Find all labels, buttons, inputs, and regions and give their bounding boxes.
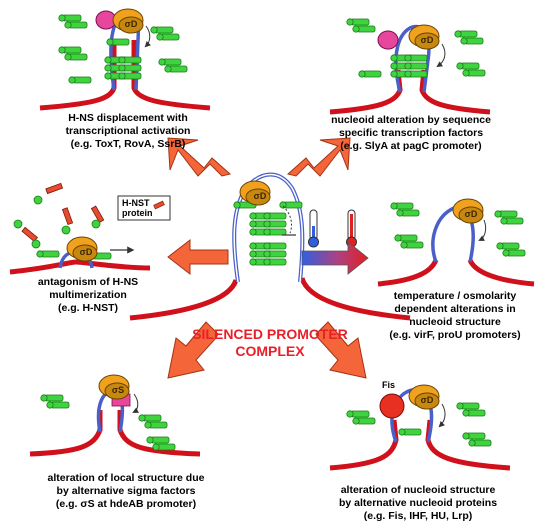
hnst-box-line2: protein — [122, 208, 153, 218]
sigma-s-label: σS — [112, 385, 124, 395]
arrow-left — [167, 238, 229, 276]
temperature-indicator — [301, 209, 369, 275]
label-top-right: nucleoid alteration by sequence specific… — [331, 114, 491, 152]
arrow-up-left — [167, 137, 232, 177]
panel-bottom-left: σS — [29, 374, 201, 457]
label-mid-right: temperature / osmolarity dependent alter… — [389, 290, 521, 341]
label-bottom-right: alteration of nucleoid structure by alte… — [338, 484, 498, 522]
thermometer-cold-icon — [308, 209, 319, 248]
svg-text:σD: σD — [125, 19, 138, 29]
arrow-down-right — [315, 321, 367, 379]
arrow-down-left — [167, 321, 219, 379]
center-complex: σD — [129, 172, 411, 321]
hnst-box-line1: H-NST — [122, 198, 150, 208]
panel-mid-left: σD H-NST protein — [9, 182, 171, 275]
label-mid-left: antagonism of H-NS multimerization (e.g.… — [37, 276, 139, 314]
rna-polymerase: σD — [239, 180, 271, 206]
svg-text:σD: σD — [465, 209, 478, 219]
label-top-left: H-NS displacement with transcriptional a… — [65, 112, 191, 150]
sigma-d-label: σD — [254, 191, 267, 201]
svg-text:σD: σD — [80, 247, 93, 257]
pathway-arrows — [167, 137, 367, 379]
thermometer-hot-icon — [346, 209, 357, 248]
svg-text:σD: σD — [421, 395, 434, 405]
label-bottom-left: alteration of local structure due by alt… — [47, 472, 205, 510]
center-label: SILENCED PROMOTER COMPLEX — [192, 326, 348, 359]
panel-bottom-right: Fis σD — [329, 380, 511, 471]
fis-protein — [379, 393, 405, 419]
panel-top-right: σD — [329, 18, 491, 115]
arrow-up-right — [286, 137, 351, 177]
panel-mid-right: σD — [377, 198, 535, 287]
hnst-legend-box: H-NST protein — [117, 195, 171, 221]
fis-label: Fis — [382, 380, 395, 390]
svg-text:σD: σD — [421, 35, 434, 45]
temperature-gradient-arrow-icon — [301, 241, 369, 275]
panel-top-left: σD — [39, 8, 211, 111]
